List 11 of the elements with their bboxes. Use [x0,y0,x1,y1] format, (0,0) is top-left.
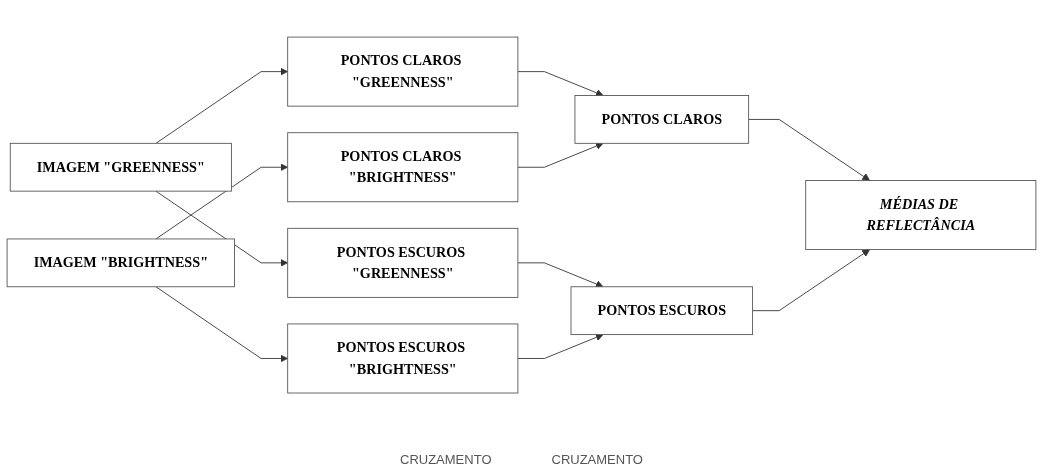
node-box: PONTOS CLAROS "BRIGHTNESS" [287,132,519,203]
crossing-note: CRUZAMENTO [551,452,643,467]
node-box: PONTOS ESCUROS [570,286,754,335]
node-box: PONTOS ESCUROS "GREENNESS" [287,227,519,298]
node-box: PONTOS CLAROS [574,95,750,144]
node-box: IMAGEM "GREENNESS" [9,142,232,192]
node-box: IMAGEM "BRIGHTNESS" [6,238,235,288]
node-box: PONTOS CLAROS "GREENNESS" [287,36,519,107]
node-box: PONTOS ESCUROS "BRIGHTNESS" [287,323,519,394]
crossing-note: CRUZAMENTO [400,452,492,467]
node-box: MÉDIAS DE REFLECTÂNCIA [805,180,1037,250]
